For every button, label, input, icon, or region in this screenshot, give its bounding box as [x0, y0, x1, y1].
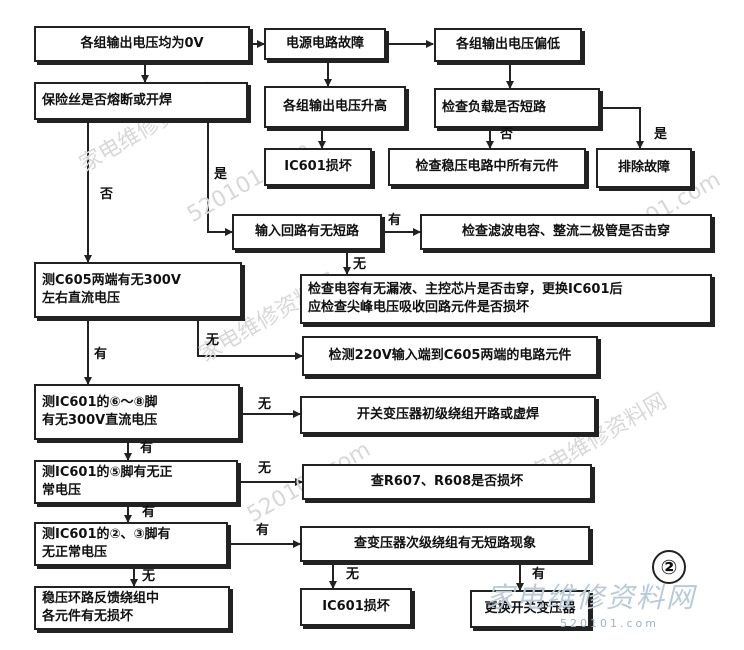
node-input-loop-short: 输入回路有无短路 [232, 214, 382, 250]
node-text: 查R607、R608是否损坏 [370, 474, 524, 489]
node-text: 测IC601的⑥～⑧脚 [42, 395, 158, 410]
node-check-load-short: 检查负载是否短路 [434, 88, 600, 128]
node-text: 检测220V输入端到C605两端的电路元件 [328, 348, 572, 363]
node-text: 常电压 [42, 483, 82, 498]
node-measure-ic601-pins-6-8: 测IC601的⑥～⑧脚 有无300V直流电压 [34, 384, 240, 440]
node-measure-c605: 测C605两端有无300V 左右直流电压 [34, 262, 242, 318]
node-feedback-winding-check: 稳压环路反馈绕组中 各元件有无损坏 [34, 586, 230, 630]
footer-url: 520101.com [560, 617, 659, 630]
node-power-circuit-fault: 电源电路故障 [264, 28, 386, 60]
node-fuse-check: 保险丝是否熔断或开焊 [34, 82, 248, 120]
node-ic601-damaged-b: IC601损坏 [300, 588, 412, 626]
node-replace-transformer: 更换开关变压器 [470, 590, 590, 628]
edge-label-yes: 是 [214, 167, 228, 182]
node-text: 输入回路有无短路 [254, 224, 359, 239]
node-check-regulator: 检查稳压电路中所有元件 [388, 148, 586, 186]
node-text: 保险丝是否熔断或开焊 [42, 93, 173, 108]
node-text: 左右直流电压 [42, 291, 121, 306]
edge-n4-n10 [207, 120, 233, 236]
edge-n6-n9 [600, 107, 644, 149]
node-text: IC601损坏 [284, 159, 352, 174]
node-all-outputs-0v: 各组输出电压均为0V [34, 26, 250, 62]
edge-label-no: 否 [500, 127, 514, 142]
node-text: 检查滤波电容、整流二极管是否击穿 [461, 224, 670, 239]
edge-label-none: 无 [353, 257, 367, 272]
edge-label-has: 有 [532, 567, 546, 582]
node-text: 测IC601的⑤脚有无正 [42, 465, 173, 480]
edge-label-none: 无 [142, 569, 156, 584]
node-text: 各组输出电压偏低 [455, 37, 560, 52]
node-text: 查变压器次级绕组有无短路现象 [353, 536, 536, 551]
node-transformer-primary-open: 开关变压器初级绕组开路或虚焊 [300, 396, 596, 434]
node-text: 开关变压器初级绕组开路或虚焊 [356, 407, 539, 422]
edge-label-no: 否 [100, 187, 114, 202]
edge-label-none: 无 [258, 397, 272, 412]
node-text: 各组输出电压升高 [282, 99, 387, 114]
edge-label-has: 有 [256, 523, 270, 538]
node-text: 更换开关变压器 [484, 601, 576, 616]
edge-label-none: 无 [346, 567, 360, 582]
node-text: 稳压环路反馈绕组中 [42, 591, 160, 606]
node-text: 排除故障 [617, 160, 670, 175]
node-check-r607-r608: 查R607、R608是否损坏 [302, 464, 592, 500]
node-text: 有无300V直流电压 [42, 413, 158, 428]
node-check-filter-cap-diode: 检查滤波电容、整流二极管是否击穿 [420, 214, 712, 250]
node-text: 测IC601的②、③脚有 [42, 527, 171, 542]
node-text: 各元件有无损坏 [42, 609, 134, 624]
node-text: 检查电容有无漏液、主控芯片是否击穿，更换IC601后 [308, 282, 623, 297]
node-outputs-high: 各组输出电压升高 [264, 86, 406, 128]
node-check-cap-leak: 检查电容有无漏液、主控芯片是否击穿，更换IC601后 应检查尖峰电压吸收回路元件… [300, 274, 712, 324]
node-measure-ic601-pin-5: 测IC601的⑤脚有无正 常电压 [34, 460, 238, 504]
edge-n13-n14 [197, 318, 303, 360]
node-ic601-damaged-a: IC601损坏 [264, 148, 372, 186]
edge-label-has: 有 [142, 505, 156, 520]
node-outputs-low: 各组输出电压偏低 [434, 28, 582, 62]
edge-label-none: 无 [206, 333, 220, 348]
edge-label-none: 无 [258, 461, 272, 476]
node-text: 检查负载是否短路 [442, 100, 547, 115]
node-clear-fault: 排除故障 [596, 148, 692, 188]
node-measure-ic601-pins-2-3: 测IC601的②、③脚有 无正常电压 [34, 522, 228, 566]
footer-logo: 家电维修资料网 [486, 581, 697, 614]
node-text: 测C605两端有无300V [42, 273, 181, 288]
node-check-transformer-secondary: 查变压器次级绕组有无短路现象 [300, 526, 590, 562]
node-text: 应检查尖峰电压吸收回路元件是否损坏 [308, 300, 530, 315]
node-check-220v-to-c605: 检测220V输入端到C605两端的电路元件 [302, 336, 598, 376]
edge-label-has: 有 [388, 213, 402, 228]
node-text: IC601损坏 [322, 599, 390, 614]
node-text: 各组输出电压均为0V [80, 36, 204, 51]
node-text: 检查稳压电路中所有元件 [415, 159, 559, 174]
edge-label-yes: 是 [654, 127, 668, 142]
page-number-badge: ② [652, 550, 686, 584]
edge-label-has: 有 [140, 441, 154, 456]
node-text: 电源电路故障 [285, 36, 364, 51]
node-text: 无正常电压 [42, 545, 108, 560]
edge-label-has: 有 [94, 347, 108, 362]
